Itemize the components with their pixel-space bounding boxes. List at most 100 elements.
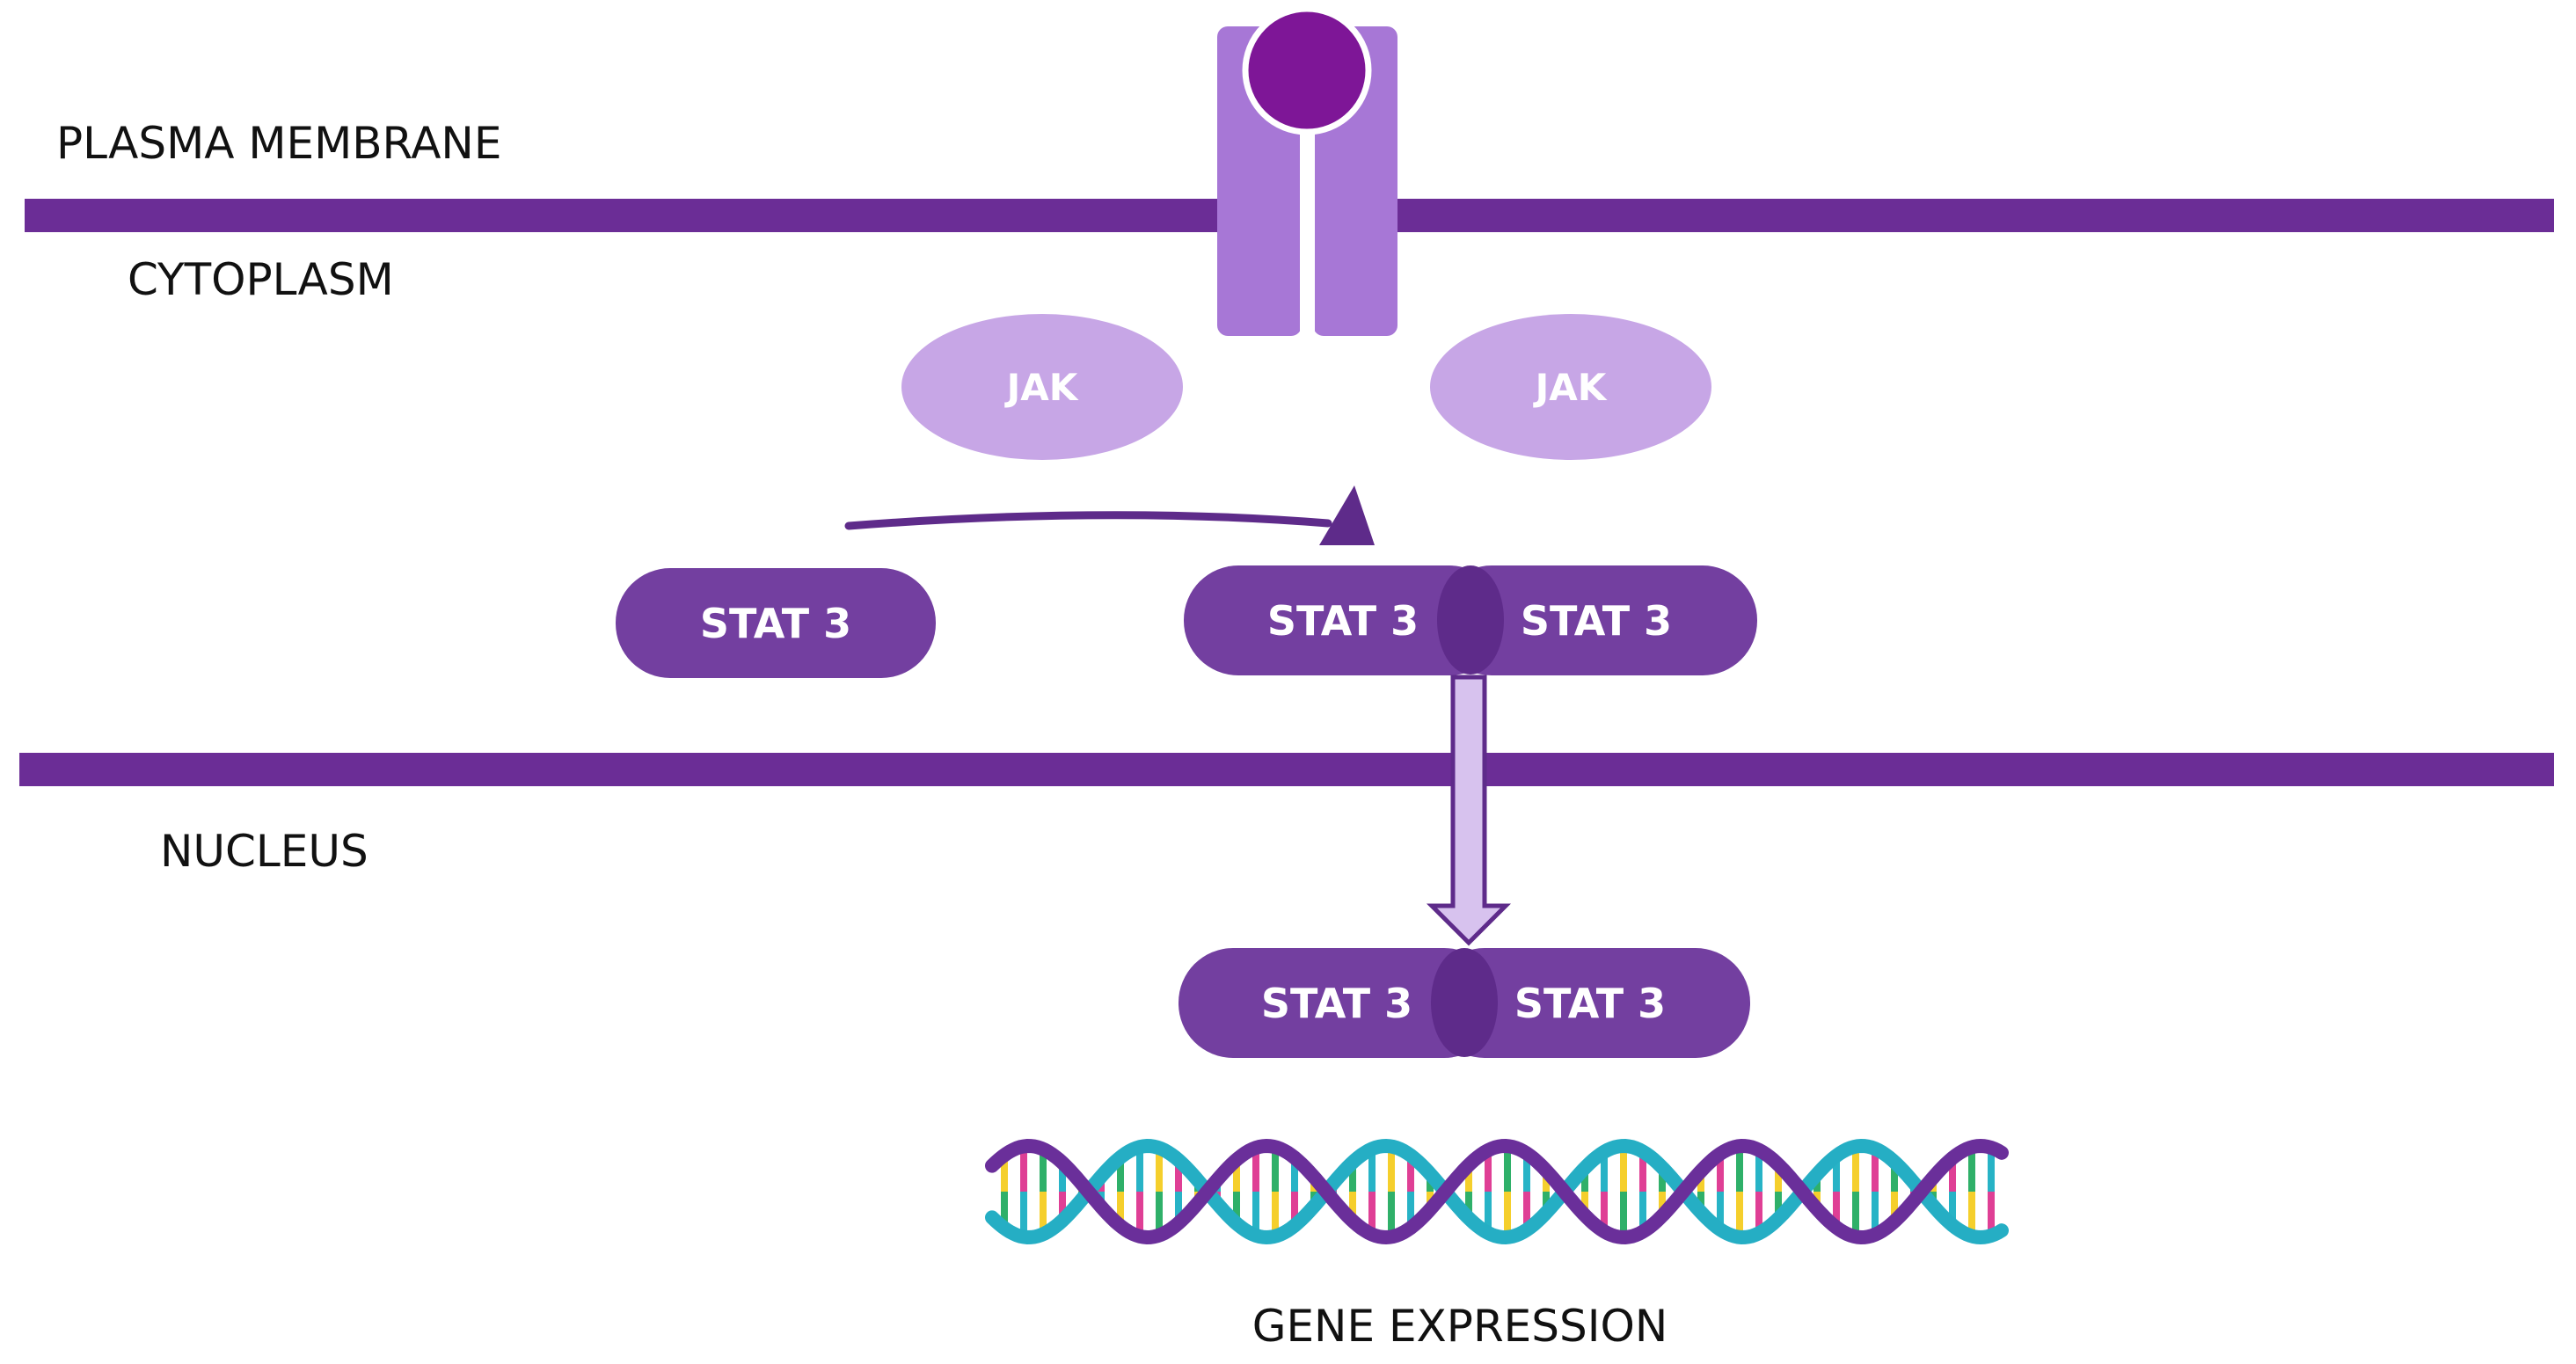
dna-base-pair (1465, 1192, 1472, 1219)
dna-base-pair (1001, 1192, 1008, 1229)
dna-base-pair (1001, 1155, 1008, 1192)
dna-base-pair (1156, 1148, 1163, 1192)
ligand-stem (1300, 123, 1315, 336)
dna-base-pair (1465, 1164, 1472, 1192)
dna-base-pair (1252, 1192, 1259, 1236)
ligand-circle (1242, 5, 1372, 135)
dna-base-pair (1349, 1162, 1356, 1192)
jak-right-label: JAK (1533, 366, 1608, 409)
dna-base-pair (1407, 1192, 1414, 1229)
dna-base-pair (1755, 1192, 1762, 1234)
dna-base-pair (1020, 1192, 1027, 1237)
stat3-dimer-nuc-right (1430, 948, 1750, 1058)
dna-base-pair (1349, 1192, 1356, 1222)
dna-base-pair (1833, 1192, 1840, 1228)
dna-base-pair (1543, 1171, 1550, 1192)
dna-base-pair (1059, 1163, 1066, 1192)
jak-left-label: JAK (1004, 366, 1079, 409)
dna-base-pair (1059, 1192, 1066, 1221)
dna-base-pair (1891, 1162, 1898, 1192)
stat3-dimer-nuc-right-label: STAT 3 (1514, 980, 1666, 1027)
translocation-arrow (1426, 675, 1512, 946)
gene-expression-label: GENE EXPRESSION (1252, 1301, 1668, 1352)
stat3-dimer-cyto-left (1184, 565, 1504, 675)
dna-base-pair (1833, 1156, 1840, 1192)
dna-base-pair (1872, 1149, 1879, 1192)
dna-base-pair (1755, 1149, 1762, 1192)
dna-base-pair (1136, 1192, 1143, 1236)
dna-base-pair (1620, 1192, 1627, 1237)
dna-base-pair (1388, 1146, 1395, 1192)
dna-base-pair (1775, 1192, 1782, 1219)
stat3-dimer-cyto-right (1437, 565, 1757, 675)
dna-base-pair (1639, 1151, 1646, 1192)
dna-base-pair (1601, 1151, 1608, 1192)
dna-base-pair (1156, 1192, 1163, 1236)
dna-base-pair (1949, 1157, 1956, 1192)
plasma-membrane-label: PLASMA MEMBRANE (56, 118, 501, 169)
stat3-dimer-cyto-left-label: STAT 3 (1267, 597, 1419, 645)
dna-base-pair (1891, 1192, 1898, 1222)
dna-base-pair (1543, 1192, 1550, 1213)
dna-base-pair (1272, 1147, 1279, 1192)
dna-base-pair (1291, 1192, 1298, 1226)
dna-base-pair (1117, 1192, 1124, 1227)
dna-base-pair (1872, 1192, 1879, 1235)
dna-base-pair (1175, 1192, 1182, 1223)
stat3-dimer-nuc-left (1179, 948, 1499, 1058)
dna-base-pair (1639, 1192, 1646, 1232)
dna-base-pair (1368, 1192, 1376, 1235)
dna-base-pair (1485, 1192, 1492, 1234)
jak-left (901, 314, 1183, 460)
dna-base-pair (1504, 1146, 1511, 1192)
stat3-dimer-cyto-right-label: STAT 3 (1521, 597, 1672, 645)
dna-base-pair (1040, 1149, 1047, 1192)
stat3-monomer-label: STAT 3 (700, 600, 851, 647)
dna-base-pair (1988, 1192, 1995, 1236)
dna-base-pair (1291, 1157, 1298, 1192)
stat3-dimer-nuc-left-label: STAT 3 (1261, 980, 1412, 1027)
cytoplasm-label: CYTOPLASM (128, 254, 394, 305)
receptor (1217, 5, 1397, 336)
dna-base-pair (1175, 1160, 1182, 1192)
phosphorylation-arrow-line (844, 511, 1332, 530)
dna-base-pair (1852, 1192, 1859, 1237)
stat3-monomer (616, 568, 936, 678)
dna-base-pair (1736, 1146, 1743, 1192)
dna-base-pair (1620, 1146, 1627, 1192)
nuclear-membrane (19, 753, 2554, 786)
dna-double-helix (985, 1138, 2009, 1245)
stat3-dimer-cyto-overlap (1437, 565, 1504, 675)
dna-base-pairs (1001, 1146, 1995, 1237)
dna-base-pair (1717, 1153, 1724, 1192)
dna-base-pair (1252, 1148, 1259, 1192)
dna-base-pair (1272, 1192, 1279, 1236)
dna-base-pair (1601, 1192, 1608, 1232)
dna-base-pair (1523, 1153, 1530, 1192)
nucleus-label: NUCLEUS (160, 826, 369, 877)
dna-base-pair (1388, 1192, 1395, 1237)
dna-base-pair (1949, 1192, 1956, 1226)
dna-base-pair (1136, 1147, 1143, 1192)
dna-base-pair (1523, 1192, 1530, 1230)
dna-base-pair (1485, 1149, 1492, 1192)
dna-base-pair (1581, 1192, 1588, 1215)
dna-base-pair (1581, 1168, 1588, 1192)
stat3-dimer-nuc-overlap (1431, 948, 1498, 1057)
dna-base-pair (1504, 1192, 1511, 1237)
dna-base-pair (1717, 1192, 1724, 1230)
dna-base-pair (1233, 1192, 1240, 1224)
dna-base-pair (1775, 1164, 1782, 1192)
jak-right (1430, 314, 1711, 460)
dna-base-pair (1368, 1149, 1376, 1192)
dna-base-pair (1659, 1167, 1666, 1192)
dna-base-pair (1407, 1155, 1414, 1192)
dna-base-pair (1968, 1147, 1975, 1192)
dna-base-pair (1020, 1146, 1027, 1192)
stat3-dimer-cytoplasm: STAT 3 STAT 3 (1184, 565, 1757, 675)
dna-base-pair (1659, 1192, 1666, 1216)
phosphorylation-arrow-head (1319, 485, 1375, 545)
dna-base-pair (1736, 1192, 1743, 1237)
dna-strand-purple (985, 1138, 2009, 1245)
